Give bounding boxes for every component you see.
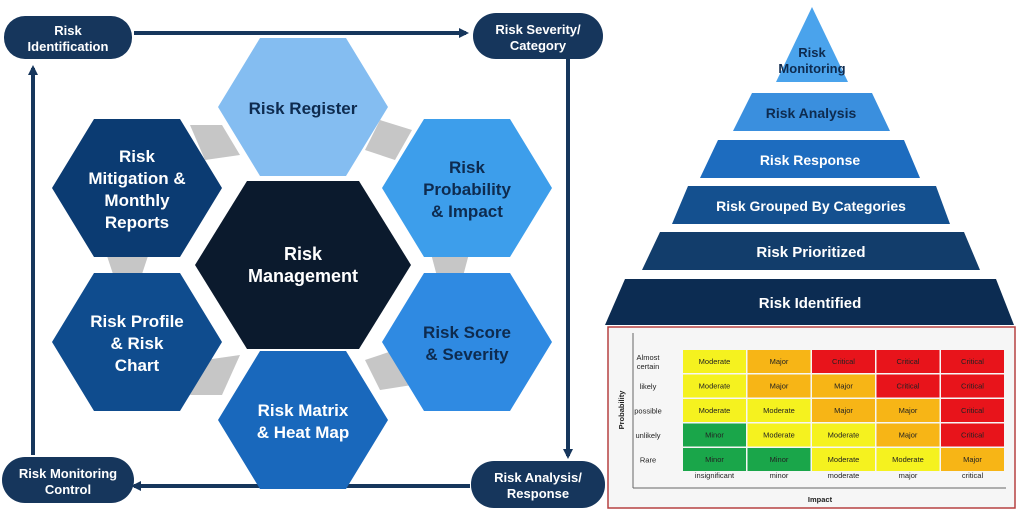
matrix-cell-label: Major: [770, 382, 789, 391]
matrix-cell: [941, 374, 1004, 398]
matrix-cell-label: Critical: [961, 431, 984, 440]
matrix-cell-label: Minor: [705, 431, 724, 440]
matrix-cell: [876, 350, 940, 373]
matrix-row-label: Rare: [640, 455, 656, 464]
matrix-cell: [812, 423, 875, 447]
matrix-cell-label: Moderate: [892, 455, 924, 464]
matrix-y-axis-label: Probability: [617, 390, 626, 430]
matrix-cell-label: Critical: [832, 357, 855, 366]
matrix-col-label: major: [899, 471, 918, 480]
matrix-cell-label: Major: [770, 357, 789, 366]
pyramid-tier-identified: Risk Identified: [605, 279, 1014, 325]
matrix-row-label: possible: [634, 406, 662, 415]
matrix-cell: [812, 350, 875, 373]
matrix-cell: [683, 374, 746, 398]
matrix-cell-label: Major: [899, 406, 918, 415]
pyramid-tier-response: Risk Response: [700, 140, 920, 178]
matrix-cell-label: Critical: [961, 406, 984, 415]
matrix-cell: [747, 374, 811, 398]
matrix-cell: [812, 448, 875, 471]
matrix-cell-label: Critical: [961, 357, 984, 366]
matrix-cell: [683, 423, 746, 447]
matrix-cell: [812, 374, 875, 398]
matrix-cell: [876, 399, 940, 422]
matrix-cell: [812, 399, 875, 422]
matrix-cell-label: Moderate: [828, 431, 860, 440]
hex-risk-score-severity: Risk Score& Severity: [382, 273, 552, 411]
pill-risk-severity-category: Risk Severity/Category: [473, 13, 603, 59]
matrix-cell-label: Moderate: [763, 406, 795, 415]
matrix-col-labels: insignificant minor moderate major critical: [695, 471, 984, 480]
matrix-cell-label: Moderate: [699, 406, 731, 415]
matrix-cell-label: Critical: [897, 357, 920, 366]
matrix-col-label: moderate: [828, 471, 860, 480]
matrix-cell-label: Moderate: [763, 431, 795, 440]
matrix-cell: [876, 448, 940, 471]
matrix-cell: [941, 399, 1004, 422]
matrix-cell-label: Minor: [770, 455, 789, 464]
matrix-col-label: minor: [770, 471, 789, 480]
matrix-cell: [683, 448, 746, 471]
matrix-cell: [747, 423, 811, 447]
pyramid-tier-grouped: Risk Grouped By Categories: [672, 186, 950, 224]
matrix-row-label: unlikely: [635, 431, 660, 440]
matrix-cell: [941, 423, 1004, 447]
matrix-cell-label: Moderate: [699, 382, 731, 391]
matrix-cell-label: Major: [963, 455, 982, 464]
pyramid-tier-analysis: Risk Analysis: [733, 93, 890, 131]
matrix-cell: [747, 399, 811, 422]
hex-connectors: [105, 120, 470, 395]
matrix-x-axis-label: Impact: [808, 495, 833, 504]
matrix-cell: [941, 448, 1004, 471]
matrix-cell-label: Critical: [961, 382, 984, 391]
matrix-row-label: likely: [640, 382, 657, 391]
matrix-cell-label: Major: [834, 406, 853, 415]
matrix-cell-label: Moderate: [828, 455, 860, 464]
matrix-cell: [683, 399, 746, 422]
matrix-cell: [876, 374, 940, 398]
matrix-cell-label: Major: [834, 382, 853, 391]
pyramid-tier-prioritized: Risk Prioritized: [642, 232, 980, 270]
matrix-cell: [747, 448, 811, 471]
matrix-col-label: insignificant: [695, 471, 735, 480]
matrix-col-label: critical: [962, 471, 984, 480]
matrix-cell-label: Major: [899, 431, 918, 440]
matrix-cell-label: Minor: [705, 455, 724, 464]
hex-risk-matrix-heatmap: Risk Matrix& Heat Map: [218, 351, 388, 489]
pill-risk-analysis-response: Risk Analysis/Response: [471, 461, 605, 508]
matrix-cell-label: Moderate: [699, 357, 731, 366]
matrix-cell: [747, 350, 811, 373]
matrix-cell-label: Critical: [897, 382, 920, 391]
matrix-cell: [941, 350, 1004, 373]
matrix-cell: [683, 350, 746, 373]
matrix-cell: [876, 423, 940, 447]
hex-risk-register: Risk Register: [218, 38, 388, 176]
